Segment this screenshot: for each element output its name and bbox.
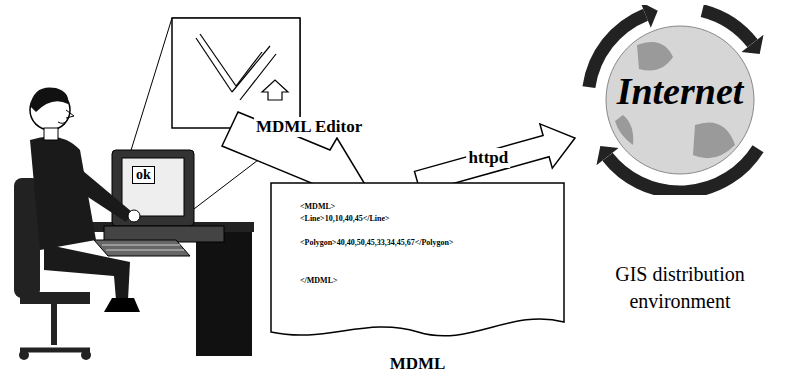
- document-node: <MDML> <Line>10,10,40,45</Line> <Polygon>4…: [270, 182, 565, 345]
- globe-node: InternetGIS distribution environment: [575, 5, 785, 195]
- button-text: ok: [132, 166, 155, 184]
- code-line: <Line>10,10,40,45</Line>: [300, 214, 390, 223]
- keyboard: [94, 240, 190, 256]
- desk: [196, 228, 252, 356]
- globe-title: Internet: [575, 69, 785, 113]
- man-figure: [14, 87, 140, 360]
- keyboard-keys: [102, 245, 184, 250]
- code-line: <MDML>: [300, 202, 335, 211]
- monitor-screen: [122, 158, 184, 216]
- code-line: </MDML>: [300, 276, 338, 285]
- edge-label: httpd: [467, 148, 511, 168]
- map-lines: [196, 34, 288, 100]
- node-caption: GIS distribution environment: [585, 261, 775, 315]
- map-window: [172, 18, 300, 128]
- arrow-label: MDML Editor: [254, 117, 364, 137]
- caption: MDML: [270, 354, 565, 374]
- code-line: <Polygon>40,40,50,45,33,34,45,67</Polygo…: [300, 238, 454, 247]
